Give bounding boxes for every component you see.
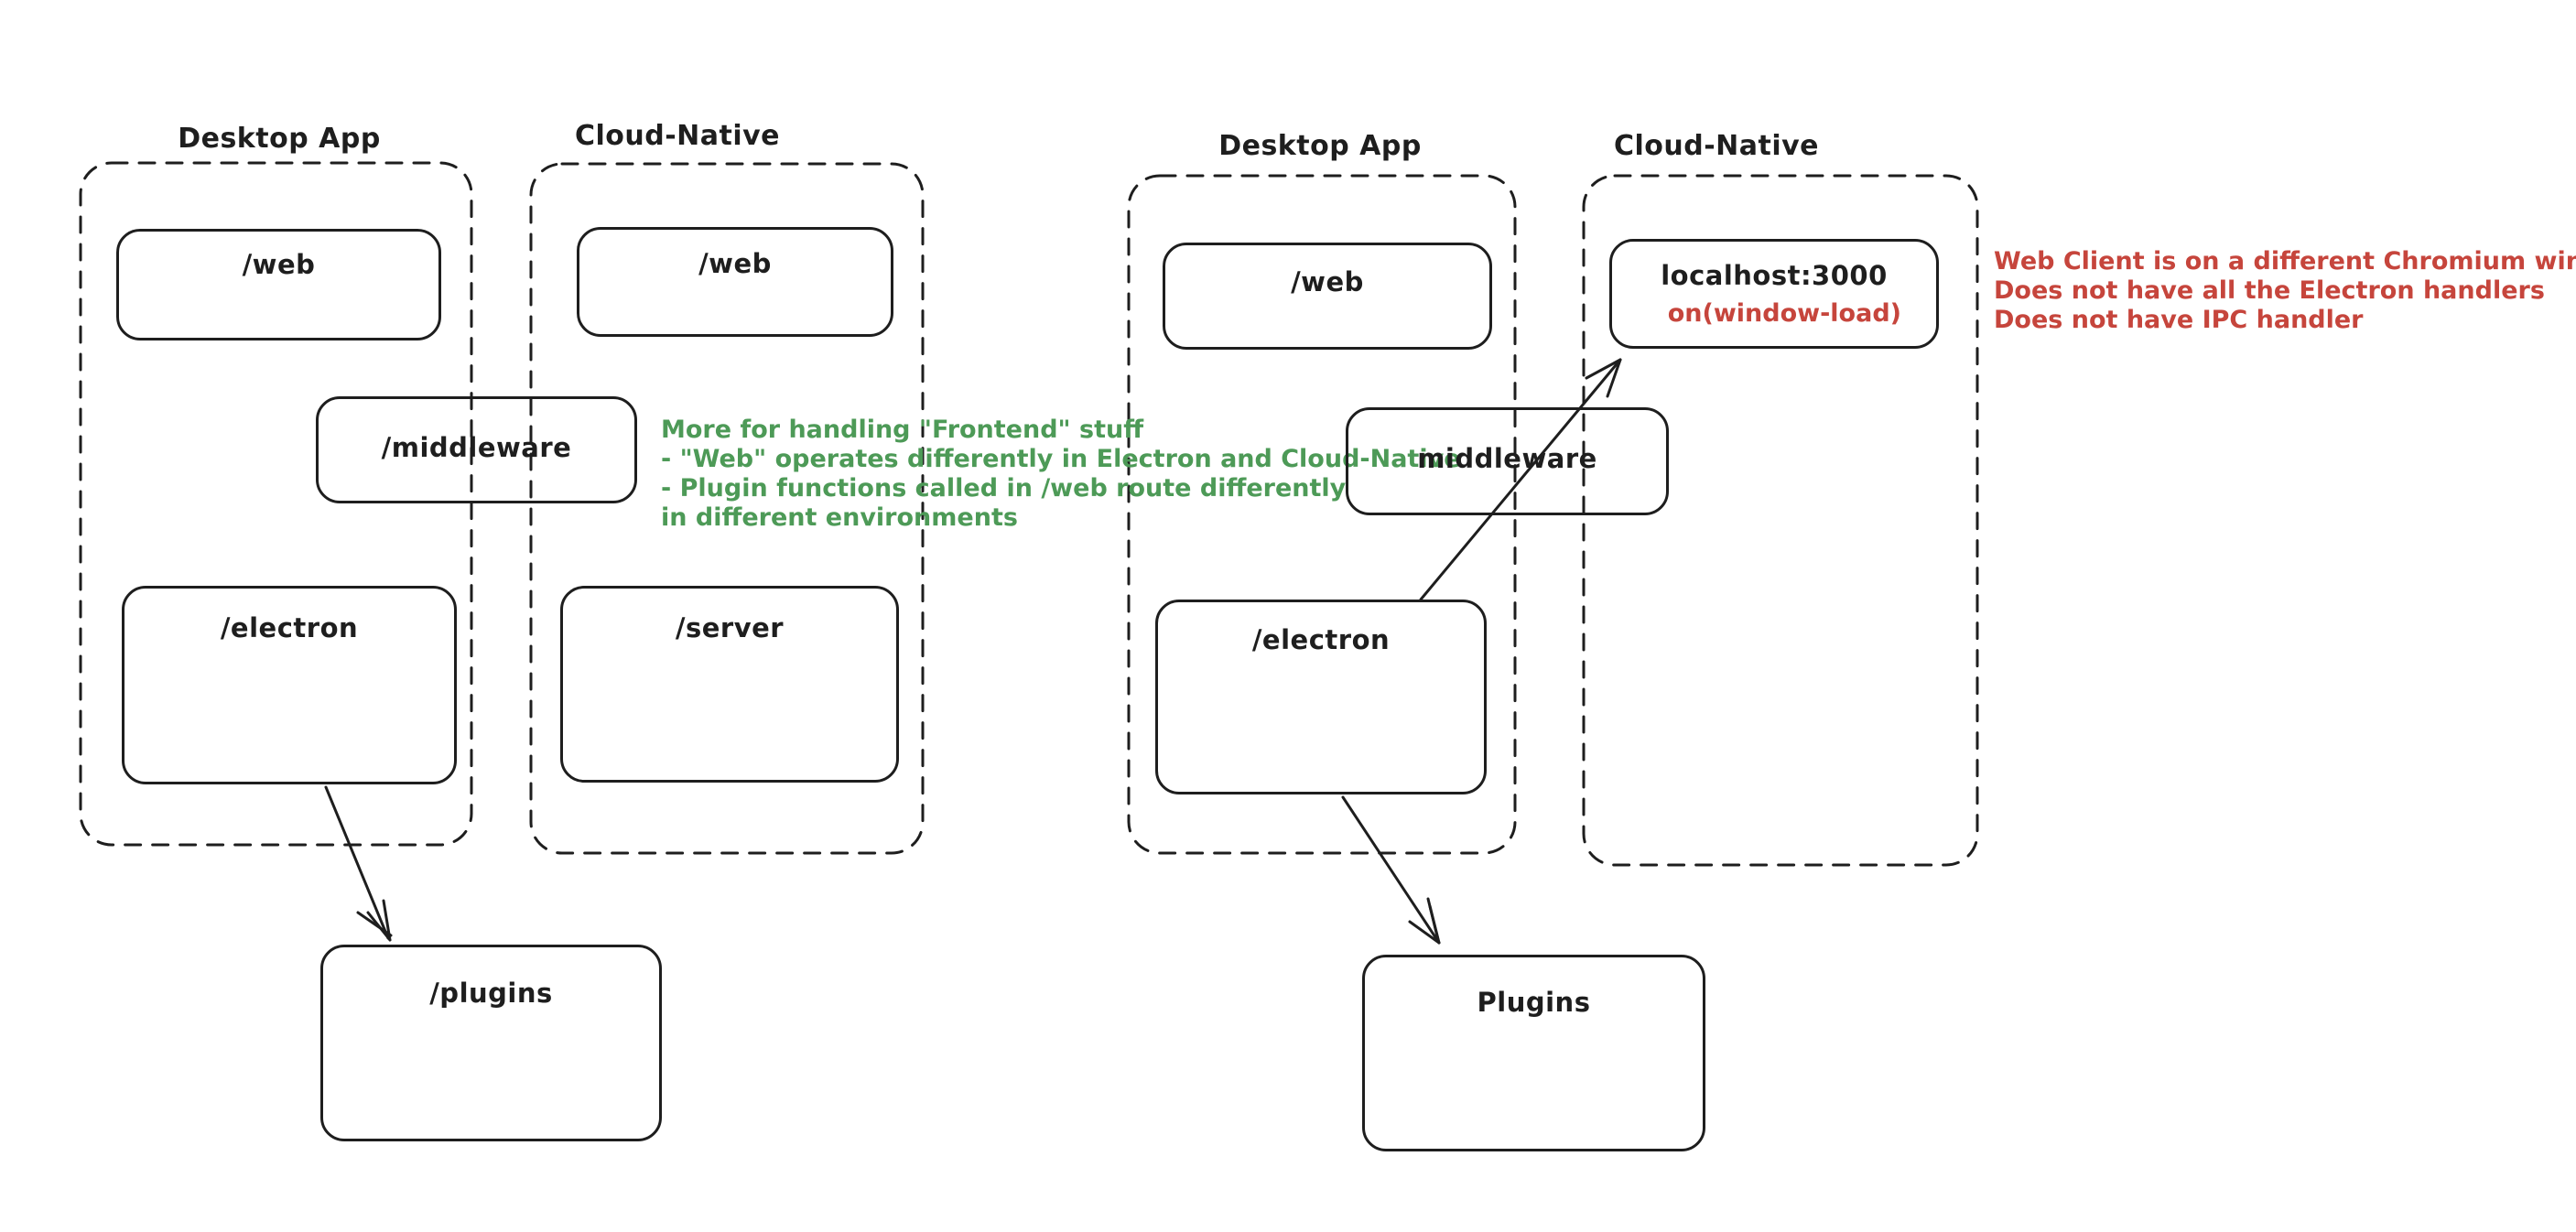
right-desktop-app-label: Desktop App [1218, 130, 1422, 162]
left-middleware-label: /middleware [381, 432, 572, 463]
red-note-line-1: Web Client is on a different Chromium wi… [1994, 247, 2576, 276]
red-note: Web Client is on a different Chromium wi… [1994, 247, 2576, 335]
left-electron-label: /electron [220, 612, 359, 643]
right-desktop-web-label: /web [1291, 266, 1364, 297]
red-note-line-3: Does not have IPC handler [1994, 306, 2364, 334]
left-server-box: /server [560, 586, 899, 783]
left-desktop-web-box: /web [116, 229, 441, 340]
left-cloud-web-box: /web [577, 227, 893, 337]
left-cloud-native-label: Cloud-Native [574, 120, 781, 152]
right-electron-label: /electron [1251, 624, 1391, 655]
right-middleware-label: middleware [1417, 443, 1597, 474]
left-cloud-web-label: /web [698, 248, 772, 279]
left-plugins-label: /plugins [429, 978, 553, 1009]
green-note-line-2: - "Web" operates differently in Electron… [661, 445, 1461, 473]
arrow-electron-to-plugins-right [1341, 795, 1441, 945]
arrow-electron-to-localhost [1419, 358, 1622, 601]
left-desktop-app-label: Desktop App [178, 123, 381, 155]
red-note-line-2: Does not have all the Electron handlers [1994, 276, 2545, 305]
right-cloud-native-container [1582, 174, 1979, 867]
localhost-3000-label: localhost:3000 [1661, 260, 1888, 291]
right-plugins-box: Plugins [1362, 955, 1705, 1151]
left-middleware-box: /middleware [316, 396, 637, 503]
green-note: More for handling "Frontend" stuff - "We… [661, 416, 1461, 533]
left-desktop-web-label: /web [242, 249, 316, 280]
right-desktop-app-container [1127, 174, 1517, 855]
on-window-load-label: on(window-load) [1667, 299, 1901, 328]
right-plugins-label: Plugins [1477, 987, 1591, 1018]
right-cloud-native-label: Cloud-Native [1613, 130, 1820, 162]
green-note-line-3: - Plugin functions called in /web route … [661, 474, 1347, 503]
arrow-electron-to-plugins-left [324, 785, 393, 942]
left-server-label: /server [675, 612, 785, 643]
left-plugins-box: /plugins [320, 945, 662, 1141]
right-desktop-web-box: /web [1163, 243, 1492, 350]
right-electron-box: /electron [1155, 600, 1487, 794]
left-desktop-app-container [79, 161, 473, 847]
left-cloud-native-container [529, 162, 925, 855]
right-middleware-box: middleware [1346, 407, 1669, 515]
localhost-3000-box: localhost:3000 on(window-load) [1609, 239, 1939, 349]
green-note-line-4: in different environments [661, 503, 1018, 532]
left-electron-box: /electron [122, 586, 457, 784]
green-note-line-1: More for handling "Frontend" stuff [661, 416, 1144, 444]
